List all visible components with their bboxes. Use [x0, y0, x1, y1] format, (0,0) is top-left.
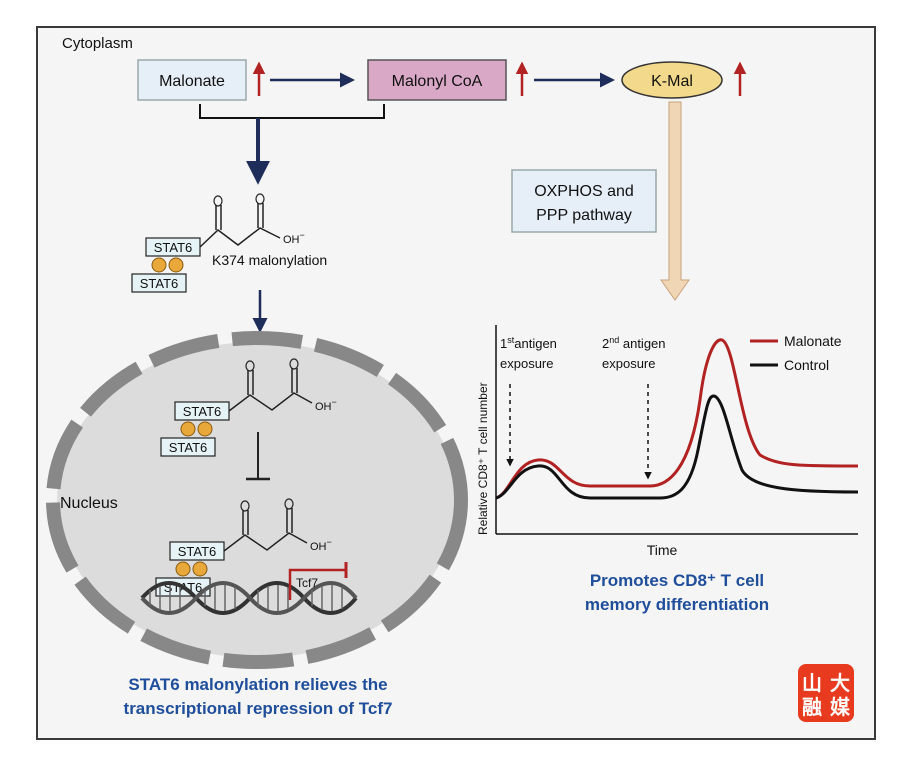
caption-left-line1: STAT6 malonylation relieves the [128, 675, 387, 694]
big-down-arrow-icon [660, 101, 690, 301]
watermark-char-1: 山 [802, 672, 822, 695]
bracket [199, 104, 385, 119]
nuclear-envelope [46, 331, 468, 669]
tcf7-label: Tcf7 [296, 576, 318, 590]
malonate-label: Malonate [159, 73, 225, 90]
oxygen-atom [289, 358, 299, 370]
oxygen-atom [240, 500, 250, 512]
legend-label-malonate: Malonate [784, 333, 842, 349]
malonyl-chain [228, 392, 313, 412]
stat6-complex-cytoplasm: STAT6 STAT6 OH− K374 malonylation [131, 193, 327, 293]
series-line-malonate [495, 338, 859, 500]
stat6-box [131, 273, 187, 293]
tcf7-promoter-icon [288, 568, 345, 600]
dimer-dot [197, 421, 213, 437]
watermark-char-4: 媒 [830, 696, 851, 719]
caption-right-line2: memory differentiation [585, 595, 769, 614]
watermark-background [798, 664, 854, 722]
annotation-2-line2: exposure [602, 356, 655, 371]
dna-helix-icon [140, 581, 358, 615]
kmal-label: K-Mal [651, 73, 693, 90]
kmal-ellipse [621, 61, 723, 99]
series-line-control [495, 394, 859, 500]
dimer-dot [175, 561, 191, 577]
nucleus-label: Nucleus [60, 495, 118, 512]
stat6-label: STAT6 [178, 544, 217, 559]
k374-label: K374 malonylation [212, 252, 327, 268]
hydroxide-label: OH− [310, 537, 332, 553]
cytoplasm-label: Cytoplasm [62, 35, 133, 52]
stat6-complex-nucleus-top: STAT6 STAT6 OH− [160, 358, 337, 457]
oxygen-atom [245, 360, 255, 372]
stat6-box [160, 437, 216, 457]
stat6-label: STAT6 [169, 440, 208, 455]
dimer-dot [151, 257, 167, 273]
x-axis-label: Time [647, 542, 678, 558]
malonate-box [137, 59, 247, 101]
stat6-label: STAT6 [140, 276, 179, 291]
watermark-char-2: 大 [830, 672, 850, 695]
oxygen-atom [255, 193, 265, 205]
stat6-label: STAT6 [183, 404, 222, 419]
malonyl-coa-label: Malonyl CoA [392, 73, 483, 90]
oxphos-box [511, 169, 657, 233]
hydroxide-label: OH− [315, 397, 337, 413]
malonyl-chain [223, 532, 308, 552]
annotation-2-line1: 2nd antigen [602, 335, 666, 351]
watermark-char-3: 融 [802, 696, 822, 719]
annotation-1-line2: exposure [500, 356, 553, 371]
oxphos-line2: PPP pathway [536, 207, 632, 224]
y-axis-label: Relative CD8⁺ T cell number [476, 382, 490, 535]
dimer-dot [168, 257, 184, 273]
dimer-dot [192, 561, 208, 577]
legend-label-control: Control [784, 357, 829, 373]
annotation-1-line1: 1stantigen [500, 335, 557, 351]
caption-right-line1: Promotes CD8⁺ T cell [590, 571, 764, 590]
watermark-logo: 山 大 融 媒 [798, 664, 854, 722]
malonyl-coa-box [367, 59, 507, 101]
hydroxide-label: OH− [283, 230, 305, 246]
oxygen-atom [284, 498, 294, 510]
stat6-label: STAT6 [154, 240, 193, 255]
oxygen-atom [213, 195, 223, 207]
malonyl-chain [199, 227, 281, 248]
cd8-chart: Relative CD8⁺ T cell number Time 1stanti… [476, 325, 859, 558]
dimer-dot [180, 421, 196, 437]
oxphos-line1: OXPHOS and [534, 183, 634, 200]
caption-left-line2: transcriptional repression of Tcf7 [124, 699, 393, 718]
